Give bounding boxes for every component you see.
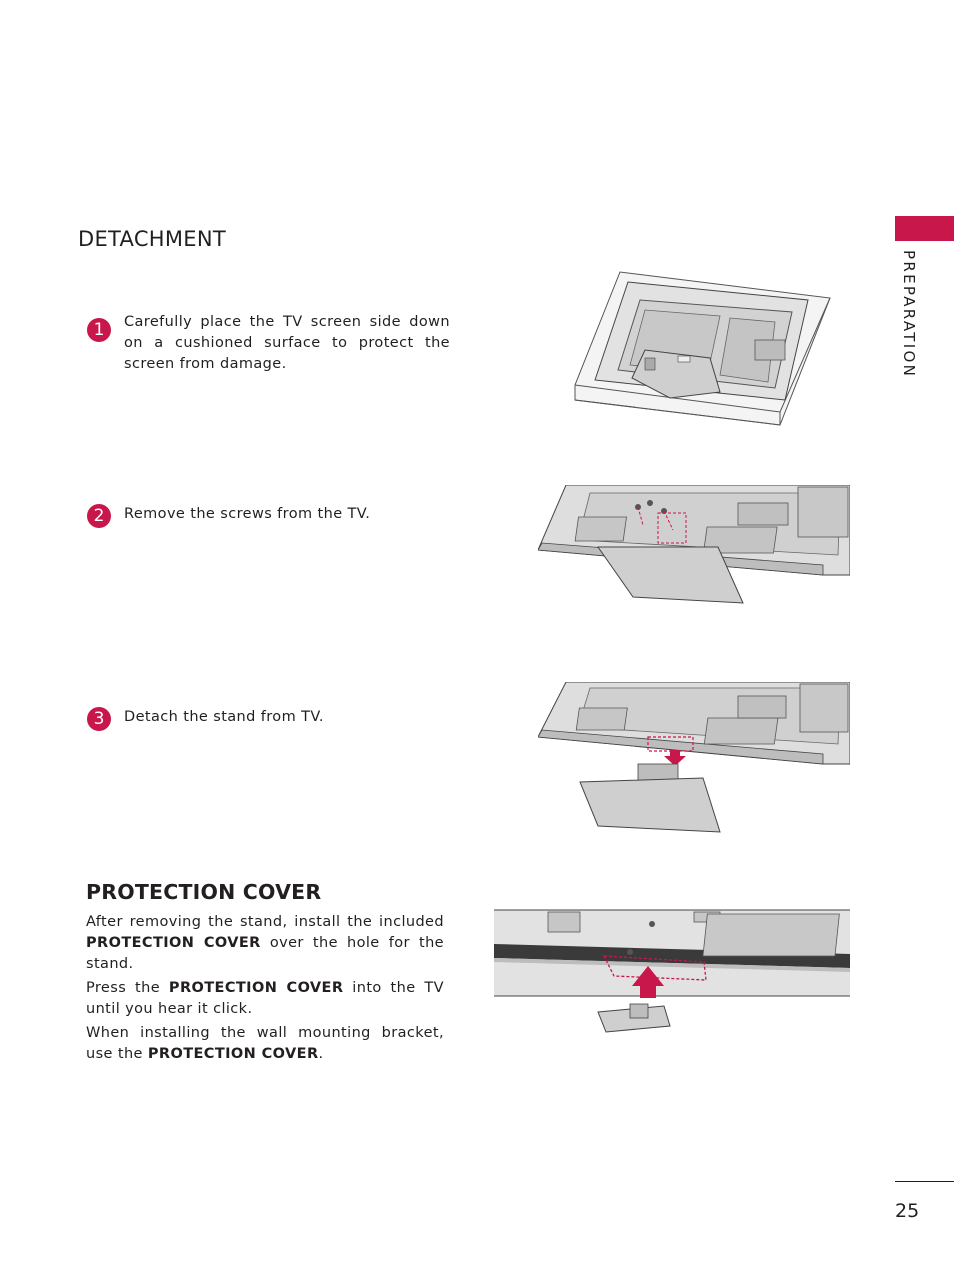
section-tab-label: PREPARATION xyxy=(900,250,918,379)
page-number-rule xyxy=(895,1181,954,1182)
step-3-badge: 3 xyxy=(87,707,111,731)
protection-cover-paragraph-3: When installing the wall mounting bracke… xyxy=(86,1025,444,1062)
section-tab-marker xyxy=(895,216,954,241)
protection-cover-paragraph-1: After removing the stand, install the in… xyxy=(86,914,444,972)
detachment-heading: DETACHMENT xyxy=(78,227,227,251)
step-1-text: Carefully place the TV screen side down … xyxy=(124,314,450,372)
protection-cover-paragraph-2: Press the PROTECTION COVER into the TV u… xyxy=(86,980,444,1017)
detach-stand-illustration xyxy=(538,682,850,833)
step-1-badge: 1 xyxy=(87,318,111,342)
tv-face-down-illustration xyxy=(574,271,831,426)
step-2-text: Remove the screws from the TV. xyxy=(124,506,371,522)
step-2-badge: 2 xyxy=(87,504,111,528)
protection-cover-illustration xyxy=(494,909,850,1033)
protection-cover-heading: PROTECTION COVER xyxy=(86,880,322,904)
step-3-text: Detach the stand from TV. xyxy=(124,709,324,725)
page-number: 25 xyxy=(895,1200,920,1222)
remove-screws-illustration xyxy=(538,485,850,604)
